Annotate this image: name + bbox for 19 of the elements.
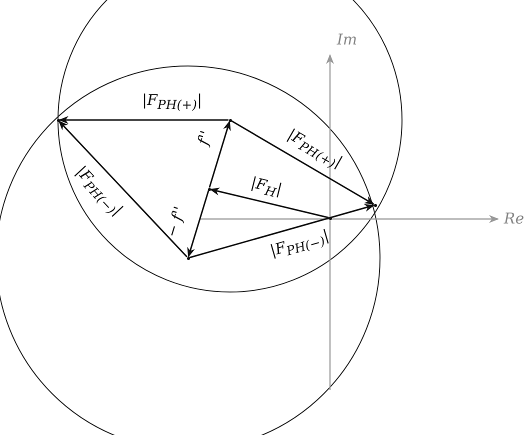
vertex-point bbox=[228, 118, 232, 122]
vector-label: |F$_{H}$| bbox=[248, 175, 284, 201]
axis-label: Re bbox=[504, 212, 524, 226]
vector-arrow bbox=[209, 188, 329, 218]
vertex-point bbox=[374, 204, 376, 206]
vector-label: f'' bbox=[196, 129, 214, 147]
vector-arrow bbox=[187, 190, 210, 258]
vector-label: − f'' bbox=[164, 204, 188, 240]
axis-label: Im bbox=[336, 32, 358, 48]
vector-arrow bbox=[58, 116, 228, 124]
vector-arrow bbox=[189, 204, 375, 258]
vertex-point bbox=[208, 188, 210, 190]
vector-arrow bbox=[230, 120, 375, 205]
vertex-point bbox=[186, 256, 190, 260]
vector-arrow bbox=[58, 120, 188, 258]
vertex-point bbox=[56, 118, 60, 122]
vector-label: |F$_{PH(+)}$| bbox=[142, 92, 202, 112]
vector-arrow bbox=[208, 120, 231, 188]
vertex-point bbox=[328, 216, 332, 220]
